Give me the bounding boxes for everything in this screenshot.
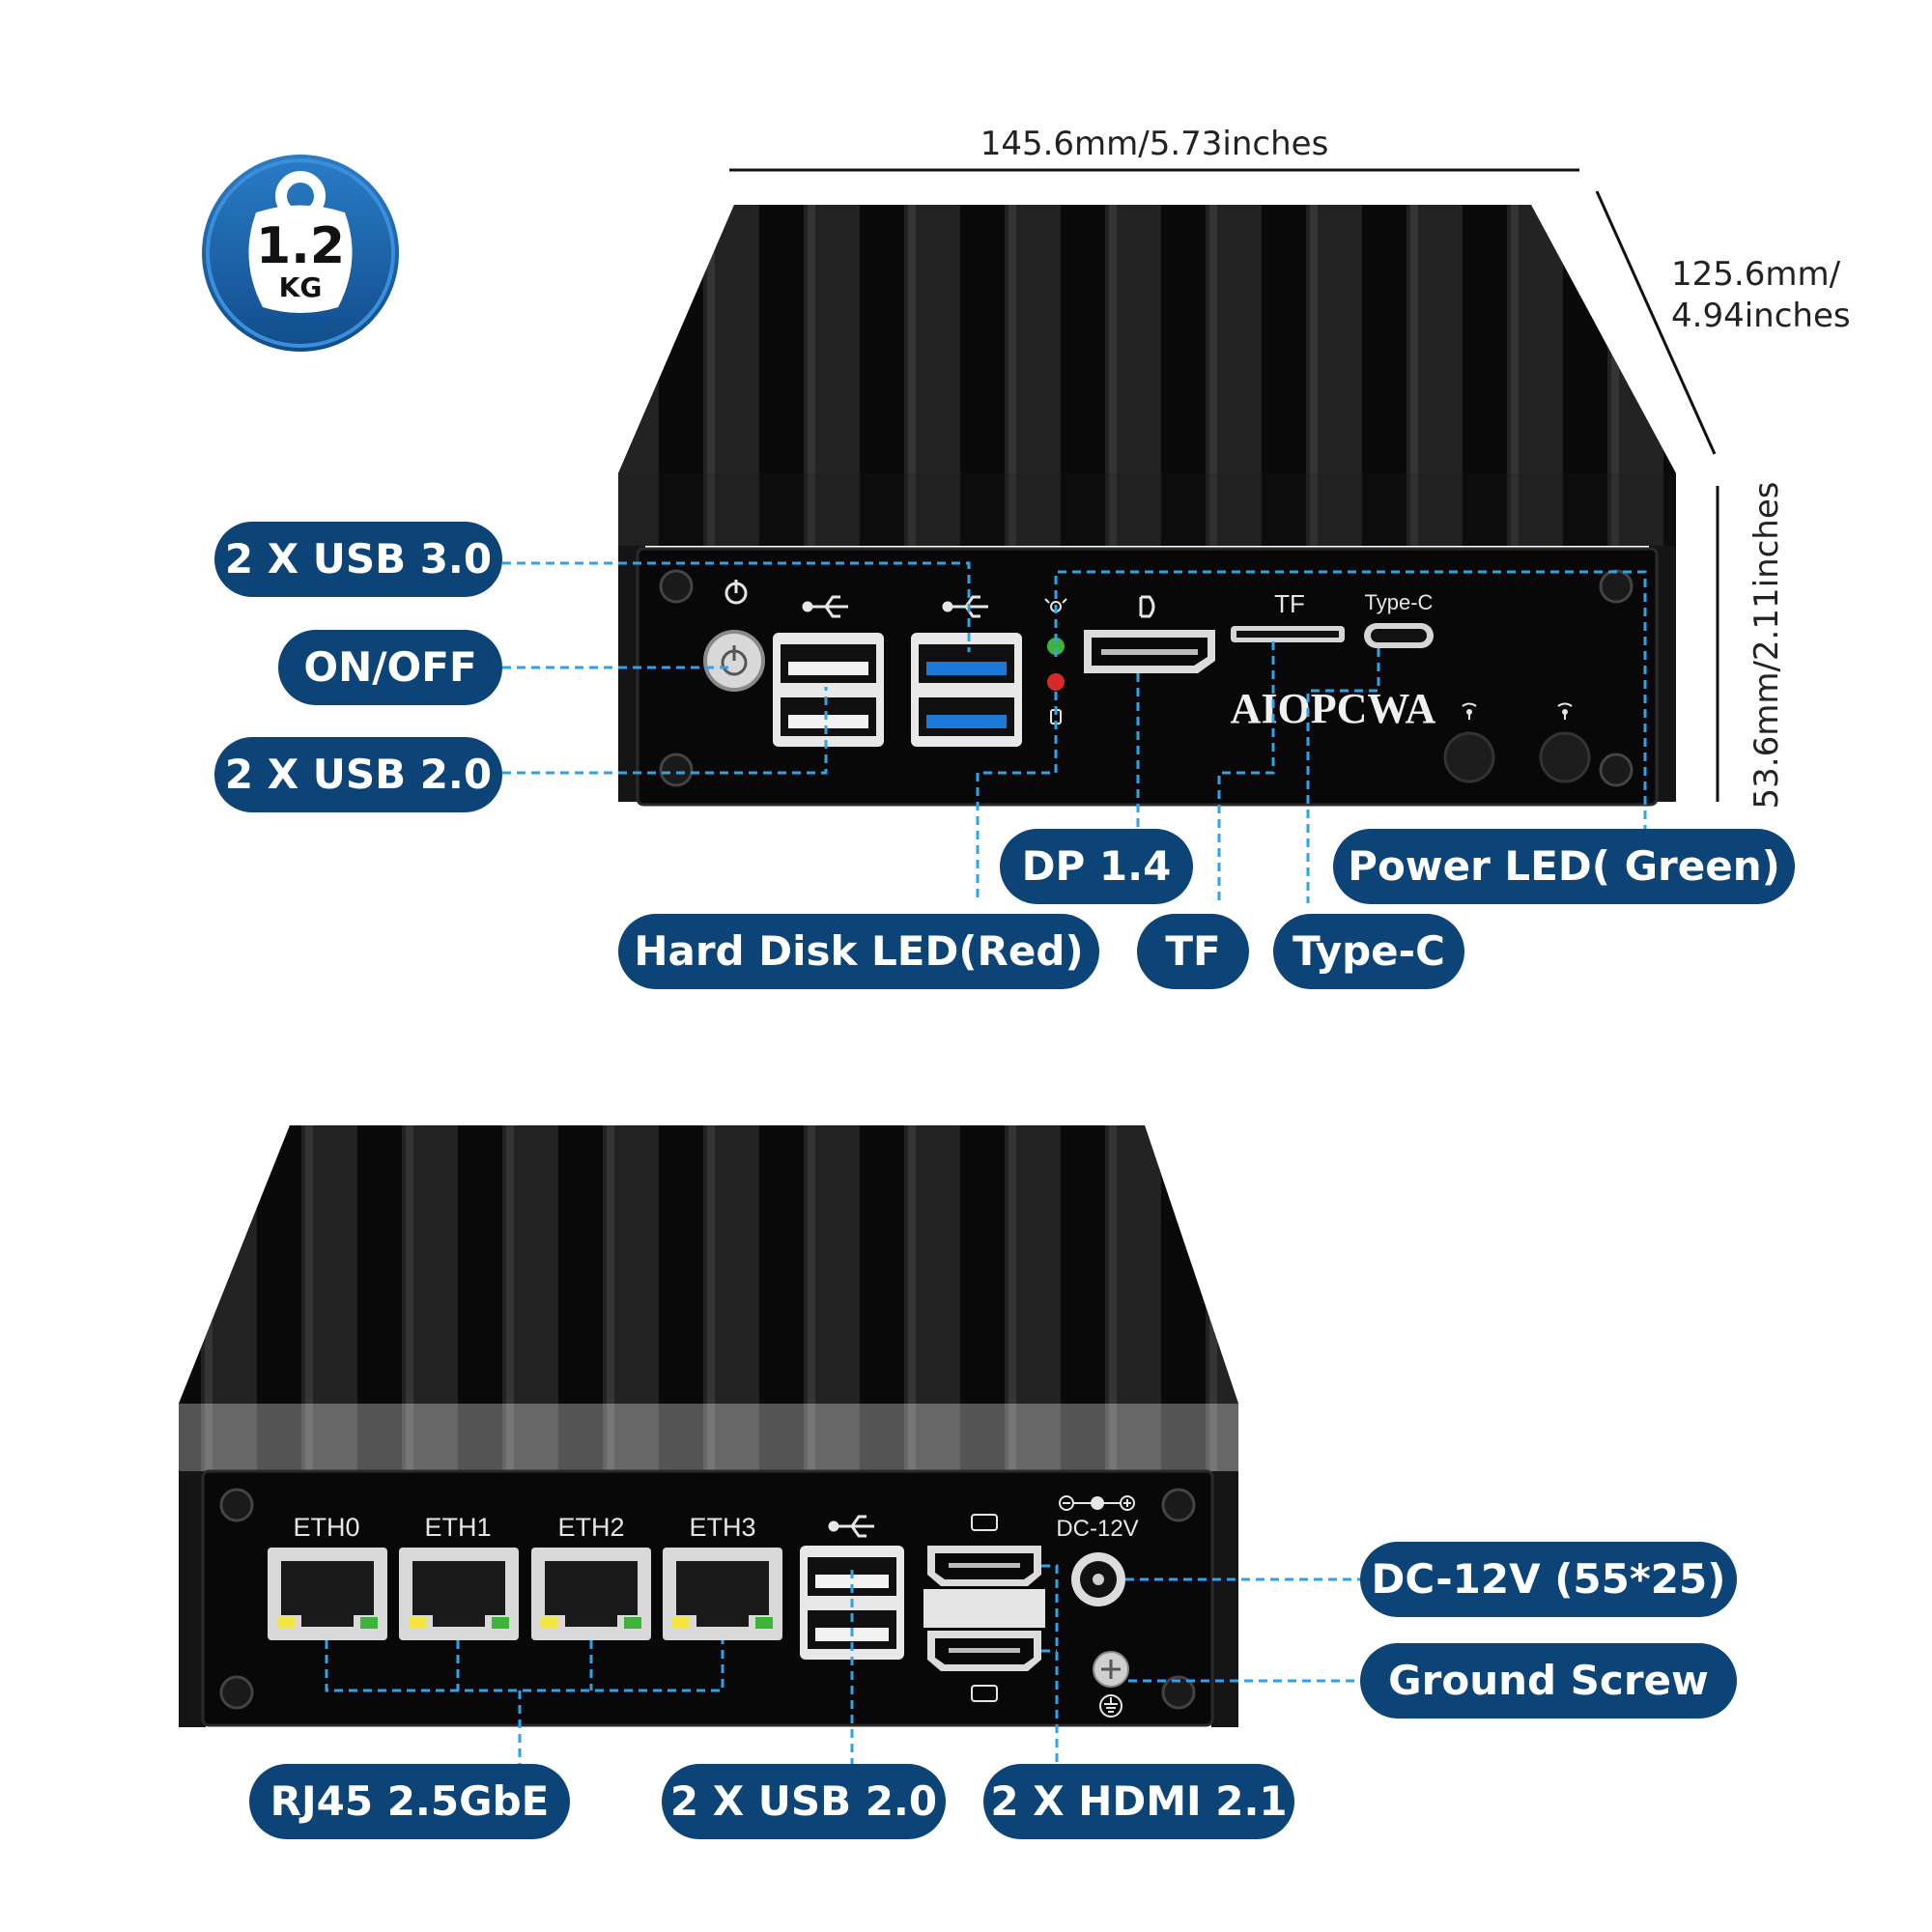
usb-icon (802, 595, 848, 618)
label-usb2-rear: 2 X USB 2.0 (662, 1764, 946, 1839)
dc-port-label: DC-12V (1056, 1516, 1138, 1542)
svg-text:2 X USB 2.0: 2 X USB 2.0 (225, 751, 492, 798)
weight-unit: KG (279, 271, 323, 303)
eth0-port[interactable] (268, 1548, 387, 1640)
hdmi-port-top[interactable] (927, 1546, 1041, 1586)
svg-text:Power LED( Green): Power LED( Green) (1348, 842, 1780, 890)
antenna-port-1 (1443, 731, 1495, 783)
label-dc: DC-12V (55*25) (1360, 1542, 1737, 1617)
power-icon (724, 580, 748, 605)
hard-disk-led (1047, 673, 1065, 691)
antenna-port-2 (1539, 731, 1591, 783)
dc-polarity-icon (1059, 1495, 1135, 1511)
dc-jack[interactable] (1071, 1552, 1125, 1606)
height-dimension: 53.6mm/2.11inches (1747, 482, 1786, 810)
usb-3-port-stack[interactable] (911, 633, 1022, 747)
dimensions: 145.6mm/5.73inches 125.6mm/ 4.94inches 5… (729, 125, 1851, 809)
rear-usb-2-port-stack[interactable] (800, 1546, 904, 1660)
label-usb2-front: 2 X USB 2.0 (214, 737, 502, 812)
rear-device: ETH0 ETH1 ETH2 ETH3 (179, 1125, 1238, 1727)
label-ground: Ground Screw (1360, 1643, 1737, 1719)
label-hdd-led: Hard Disk LED(Red) (618, 914, 1099, 989)
front-leader-lines (502, 561, 1647, 903)
tf-port-label: TF (1274, 589, 1305, 618)
label-usb3: 2 X USB 3.0 (214, 522, 502, 597)
depth-dimension-line1: 125.6mm/ (1671, 255, 1841, 294)
antenna-icon (1557, 702, 1573, 720)
label-rj45: RJ45 2.5GbE (249, 1764, 570, 1839)
hdmi-port-bottom[interactable] (927, 1631, 1041, 1671)
ground-icon (1099, 1694, 1122, 1718)
power-led (1047, 638, 1065, 655)
displayport-port[interactable] (1084, 630, 1215, 673)
label-dp: DP 1.4 (1000, 829, 1193, 904)
weight-badge: 1.2 KG (202, 155, 399, 352)
eth2-label: ETH2 (557, 1513, 624, 1542)
front-panel (636, 547, 1659, 807)
label-tf: TF (1137, 914, 1249, 989)
eth1-label: ETH1 (424, 1513, 491, 1542)
tf-card-slot[interactable] (1231, 626, 1345, 642)
weight-value: 1.2 (256, 217, 345, 275)
svg-text:Type-C: Type-C (1293, 927, 1445, 975)
ground-screw[interactable] (1093, 1651, 1129, 1688)
usb-2-port-stack[interactable] (773, 633, 884, 747)
label-hdmi: 2 X HDMI 2.1 (983, 1764, 1294, 1839)
hdmi-icon (971, 1514, 998, 1531)
svg-text:TF: TF (1165, 927, 1220, 975)
eth3-port[interactable] (663, 1548, 782, 1640)
type-c-port[interactable] (1364, 623, 1434, 648)
rear-leader-lines (325, 1564, 1360, 1764)
svg-text:DC-12V (55*25): DC-12V (55*25) (1372, 1555, 1726, 1603)
label-power-led: Power LED( Green) (1333, 829, 1795, 904)
svg-text:Ground Screw: Ground Screw (1388, 1657, 1709, 1704)
svg-text:RJ45 2.5GbE: RJ45 2.5GbE (270, 1777, 550, 1825)
svg-text:DP 1.4: DP 1.4 (1022, 842, 1172, 890)
front-device: TF Type-C AIOPCWA (618, 205, 1676, 807)
depth-dimension-line2: 4.94inches (1671, 297, 1851, 335)
hdmi-icon (971, 1685, 998, 1702)
weight-icon (248, 171, 353, 313)
power-button[interactable] (703, 630, 765, 692)
width-dimension: 145.6mm/5.73inches (980, 125, 1329, 163)
brand-logo: AIOPCWA (1231, 685, 1436, 732)
eth1-port[interactable] (399, 1548, 519, 1640)
antenna-icon (1462, 702, 1477, 720)
label-typec: Type-C (1273, 914, 1464, 989)
hdmi-bracket (923, 1589, 1045, 1628)
usb-icon (828, 1515, 874, 1538)
eth2-port[interactable] (531, 1548, 651, 1640)
type-c-port-label: Type-C (1365, 590, 1434, 614)
displayport-icon (1139, 595, 1155, 618)
svg-text:2 X HDMI 2.1: 2 X HDMI 2.1 (990, 1777, 1287, 1825)
svg-text:2 X USB 3.0: 2 X USB 3.0 (225, 535, 492, 582)
svg-text:2 X USB 2.0: 2 X USB 2.0 (670, 1777, 937, 1825)
eth3-label: ETH3 (689, 1513, 755, 1542)
eth0-label: ETH0 (293, 1513, 359, 1542)
label-onoff: ON/OFF (278, 630, 502, 705)
svg-text:ON/OFF: ON/OFF (303, 643, 476, 691)
svg-text:Hard Disk LED(Red): Hard Disk LED(Red) (634, 927, 1083, 975)
